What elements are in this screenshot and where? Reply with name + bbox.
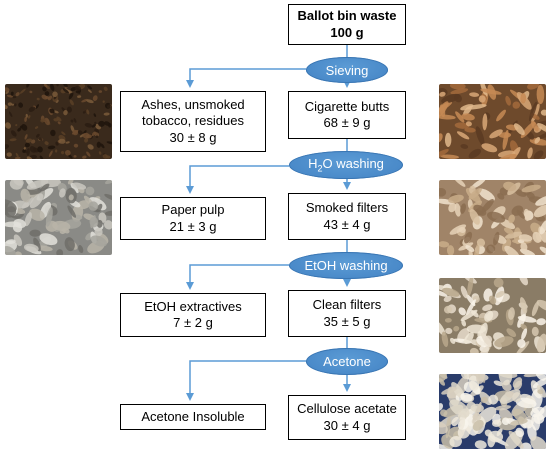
step-sieving: Sieving (306, 57, 388, 83)
cigarette-butts-photo (439, 84, 546, 159)
clean-filters-label: Clean filters (312, 297, 382, 313)
arrow-h2o-branch (186, 165, 289, 194)
acetone-insoluble-label: Acetone Insoluble (141, 408, 245, 424)
start-amount: 100 g (330, 24, 364, 40)
step-acetone: Acetone (306, 348, 388, 375)
ashes-line2: tobacco, residues (142, 113, 244, 129)
etoh-extractives-label: EtOH extractives (144, 298, 242, 314)
ashes-photo (5, 84, 112, 159)
smoked-filters-photo (439, 180, 546, 255)
start-title: Ballot bin waste (297, 8, 397, 24)
step-acetone-label: Acetone (323, 354, 371, 369)
clean-filters-photo (439, 278, 546, 353)
cellulose-acetate-amount: 30 ± 4 g (323, 417, 371, 433)
start-box: Ballot bin waste 100 g (288, 4, 406, 45)
ashes-amount: 30 ± 8 g (169, 129, 217, 145)
cigarette-butts-label: Cigarette butts (304, 98, 390, 114)
clean-filters-box: Clean filters 35 ± 5 g (288, 290, 406, 337)
clean-filters-amount: 35 ± 5 g (323, 313, 371, 329)
paper-pulp-label: Paper pulp (161, 202, 225, 218)
smoked-filters-box: Smoked filters 43 ± 4 g (288, 193, 406, 240)
cigarette-butts-box: Cigarette butts 68 ± 9 g (288, 91, 406, 139)
step-h2o-label: H2O washing (308, 156, 384, 174)
smoked-filters-label: Smoked filters (305, 200, 389, 216)
step-sieving-label: Sieving (325, 62, 369, 78)
paper-pulp-photo (5, 180, 112, 255)
arrow-sieving-branch (186, 68, 306, 88)
etoh-extractives-box: EtOH extractives 7 ± 2 g (120, 293, 266, 337)
cellulose-acetate-label: Cellulose acetate (297, 401, 397, 417)
ashes-box: Ashes, unsmoked tobacco, residues 30 ± 8… (120, 91, 266, 152)
etoh-extractives-amount: 7 ± 2 g (173, 315, 213, 330)
paper-pulp-amount: 21 ± 3 g (169, 218, 217, 234)
step-etoh-washing: EtOH washing (289, 252, 403, 279)
cellulose-acetate-box: Cellulose acetate 30 ± 4 g (288, 395, 406, 440)
cigarette-butts-amount: 68 ± 9 g (323, 115, 371, 130)
ashes-line1: Ashes, unsmoked (141, 97, 245, 113)
step-etoh-label: EtOH washing (304, 258, 388, 273)
acetone-insoluble-box: Acetone Insoluble (120, 404, 266, 430)
arrow-acetone-branch (186, 360, 306, 401)
arrow-etoh-branch (186, 264, 289, 290)
smoked-filters-amount: 43 ± 4 g (323, 216, 371, 232)
step-h2o-washing: H2O washing (289, 151, 403, 179)
paper-pulp-box: Paper pulp 21 ± 3 g (120, 197, 266, 240)
cellulose-acetate-photo (439, 374, 546, 449)
